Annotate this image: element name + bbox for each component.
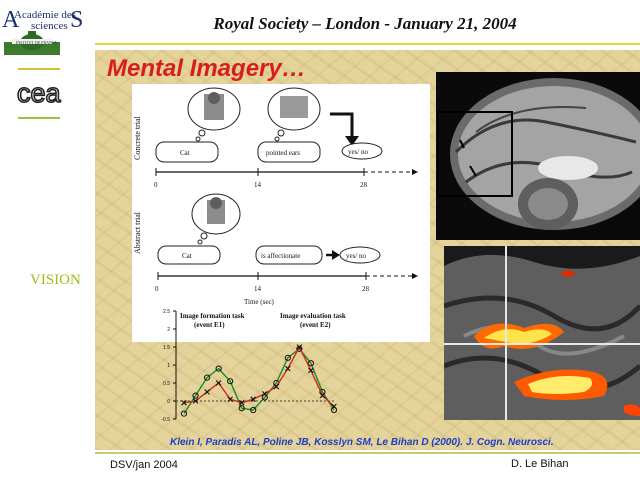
chart-point-circle <box>284 354 291 361</box>
logo-text-bottom: sciences <box>31 20 68 32</box>
time-axis-label: Time (sec) <box>244 298 275 306</box>
chart-point-cross <box>181 400 187 406</box>
sidebar-divider-top <box>18 68 60 70</box>
chart-point-cross <box>204 389 210 395</box>
chart-point-cross <box>319 392 326 399</box>
response-arrow-icon <box>330 112 354 142</box>
chart-point-circle <box>180 410 188 417</box>
academie-des-sciences-logo: A Académie des S sciences INSTITUT DE FR… <box>0 0 90 58</box>
abstract-tick-28: 28 <box>362 285 370 293</box>
abstract-bubble-cat-text: Cat <box>182 252 192 260</box>
chart-point-circle <box>250 406 257 414</box>
chart-point-circle <box>261 394 268 401</box>
chart-series-line-2 <box>183 345 335 407</box>
chart-series-line-1 <box>183 347 335 414</box>
abstract-bubble-affectionate-text: is affectionate <box>261 252 300 260</box>
chart-point-cross <box>261 391 268 397</box>
chart-point-circle <box>307 360 315 367</box>
mri-selection-box <box>437 111 513 197</box>
cat-thought-bubble-1 <box>187 87 241 142</box>
image-evaluation-sub: (event E2) <box>300 321 331 329</box>
footer-divider <box>95 452 640 454</box>
logo-text-top: Académie des <box>14 9 76 21</box>
timeline-arrow-icon <box>412 169 418 175</box>
chart-y-tick-label: 2 <box>167 327 170 333</box>
chart-point-circle <box>227 378 234 385</box>
sidebar-divider-bottom <box>18 117 60 119</box>
footer-author: D. Le Bihan <box>511 458 569 470</box>
chart-point-cross <box>238 400 245 406</box>
mri-activation-map <box>443 246 640 420</box>
cat-thought-bubble-2 <box>191 193 241 245</box>
chart-point-circle <box>203 374 211 381</box>
timeline-arrow-icon-2 <box>412 273 418 279</box>
abstract-arrow-icon <box>332 250 340 260</box>
chart-point-circle <box>238 405 245 412</box>
concrete-bubble-ears-text: pointed ears <box>266 149 300 157</box>
cat-ear-thought-bubble <box>267 87 321 142</box>
concrete-tick-0: 0 <box>154 181 158 189</box>
footer-left-text: DSV/jan 2004 <box>110 459 178 471</box>
chart-y-tick-label: 1.5 <box>163 345 170 351</box>
concrete-bubble-pointed-ears: pointed ears <box>257 141 321 163</box>
concrete-answer-text: yes/ no <box>348 148 369 156</box>
mri-pointer-icon-2 <box>469 165 477 177</box>
activation-region-3 <box>562 270 576 277</box>
institut-dome-icon <box>4 31 60 55</box>
logo-sub-text: INSTITUT DE FRANCE <box>16 40 58 45</box>
sidebar-label-vision: VISION <box>30 272 81 288</box>
abstract-answer-text: yes/ no <box>346 252 367 260</box>
chart-y-tick-label: -0.5 <box>161 417 170 423</box>
arrow-head-icon <box>345 136 359 146</box>
concrete-tick-28: 28 <box>360 181 368 189</box>
mri-sagittal-image <box>436 72 640 240</box>
chart-point-cross <box>308 367 314 374</box>
abstract-answer-bubble: yes/ no <box>339 246 381 264</box>
chart-y-tick-label: 0 <box>167 399 170 405</box>
chart-point-circle <box>330 406 338 414</box>
abstract-trial-label: Abstract trial <box>133 211 142 254</box>
image-formation-sub: (event E1) <box>194 321 225 329</box>
concrete-trial-label: Concrete trial <box>133 115 142 160</box>
paradigm-figure: Concrete trial Abstract trial Cat pointe… <box>132 84 430 342</box>
concrete-bubble-cat-text: Cat <box>180 149 190 157</box>
abstract-tick-14: 14 <box>254 285 262 293</box>
chart-point-cross <box>296 344 303 350</box>
cea-logo-text: cea <box>17 78 62 108</box>
chart-point-cross <box>215 380 222 386</box>
mri-pointer-icon <box>459 139 465 149</box>
abstract-tick-0: 0 <box>155 285 159 293</box>
chart-point-cross <box>273 383 280 390</box>
bold-time-course-chart: 2.5 2 1.5 1 0.5 0 -0.5 <box>150 305 350 425</box>
image-evaluation-label: Image evaluation task <box>280 312 346 320</box>
chart-y-tick-label: 0.5 <box>163 381 170 387</box>
logo-letter-a: A <box>2 7 20 33</box>
chart-point-cross <box>250 396 257 402</box>
chart-point-circle <box>192 392 199 399</box>
logo-sub-band <box>12 39 52 44</box>
chart-point-cross <box>331 403 337 410</box>
abstract-bubble-cat: Cat <box>157 245 221 265</box>
concrete-bubble-cat: Cat <box>155 141 219 163</box>
header-divider <box>95 43 640 45</box>
slide-title: Mental Imagery… <box>107 55 306 82</box>
logo-letter-s: S <box>70 7 84 33</box>
chart-point-cross <box>285 365 291 372</box>
image-formation-label: Image formation task <box>180 312 245 320</box>
chart-point-circle <box>215 365 222 372</box>
cea-logo-icon: cea <box>16 78 62 108</box>
abstract-bubble-affectionate: is affectionate <box>255 245 323 265</box>
chart-y-tick-label: 1 <box>167 363 170 369</box>
chart-point-cross <box>192 398 199 404</box>
chart-y-tick-label: 2.5 <box>163 309 170 315</box>
concrete-answer-bubble: yes/ no <box>341 142 383 160</box>
chart-point-cross <box>227 396 233 402</box>
page-title: Royal Society – London - January 21, 200… <box>213 14 517 33</box>
citation: Klein I, Paradis AL, Poline JB, Kosslyn … <box>170 437 554 448</box>
concrete-tick-14: 14 <box>254 181 262 189</box>
